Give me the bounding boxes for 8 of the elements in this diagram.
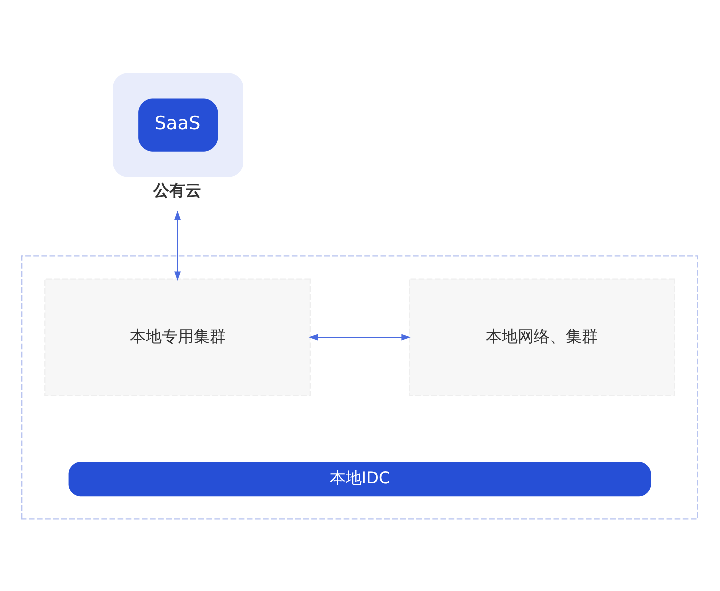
node-box: SaaS bbox=[113, 72, 244, 177]
node-box: 本地专用集群 bbox=[44, 278, 311, 396]
node-box: 本地网络、集群 bbox=[409, 278, 676, 396]
node-label: 公有云 bbox=[154, 180, 202, 200]
arrow bbox=[308, 334, 411, 340]
node-box: 本地IDC bbox=[68, 462, 652, 496]
arrow bbox=[174, 210, 182, 280]
cluster bbox=[22, 255, 698, 520]
